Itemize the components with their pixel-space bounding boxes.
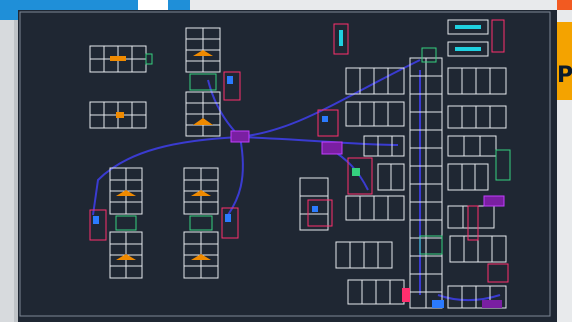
connection-wires — [92, 59, 501, 302]
desk-cluster-e — [183, 167, 239, 279]
panel-divider — [14, 20, 18, 322]
top-devices — [333, 19, 505, 63]
drawing-frame — [19, 11, 551, 317]
equipment-markers — [307, 109, 511, 308]
floor-plan-drawing — [19, 11, 551, 317]
desk-rows-right — [299, 67, 507, 309]
side-promo-card[interactable]: P — [557, 0, 572, 100]
spine-column — [409, 57, 443, 309]
desk-cluster-d — [89, 167, 143, 279]
side-accent-bar — [557, 0, 572, 10]
desk-cluster-c — [185, 27, 241, 137]
desk-cluster-a — [89, 45, 153, 73]
hub-box — [230, 130, 250, 143]
drawing-canvas[interactable] — [18, 10, 557, 322]
left-tool-panel — [0, 20, 18, 322]
side-card-letter: P — [557, 63, 572, 88]
desk-cluster-b — [89, 101, 147, 129]
